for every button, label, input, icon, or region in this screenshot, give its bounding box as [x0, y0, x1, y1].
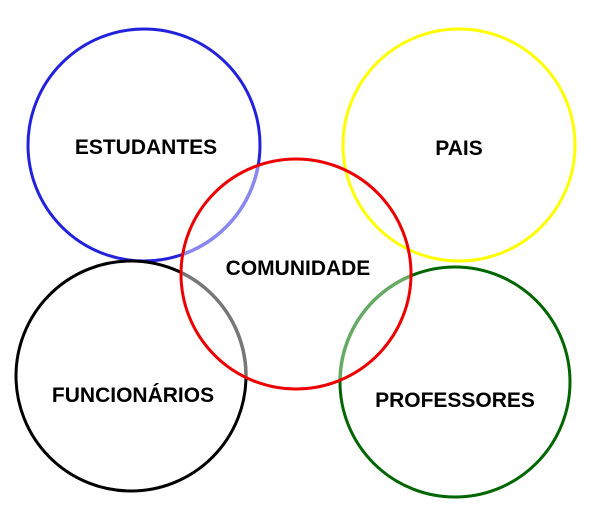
label-comunidade: COMUNIDADE: [226, 257, 371, 280]
label-estudantes: ESTUDANTES: [75, 136, 217, 159]
circle-comunidade: [179, 157, 413, 391]
label-funcionarios: FUNCIONÁRIOS: [52, 384, 214, 407]
label-pais: PAIS: [435, 137, 482, 160]
circle-pais: [341, 27, 577, 263]
label-professores: PROFESSORES: [375, 389, 535, 412]
circle-professores: [338, 265, 572, 499]
